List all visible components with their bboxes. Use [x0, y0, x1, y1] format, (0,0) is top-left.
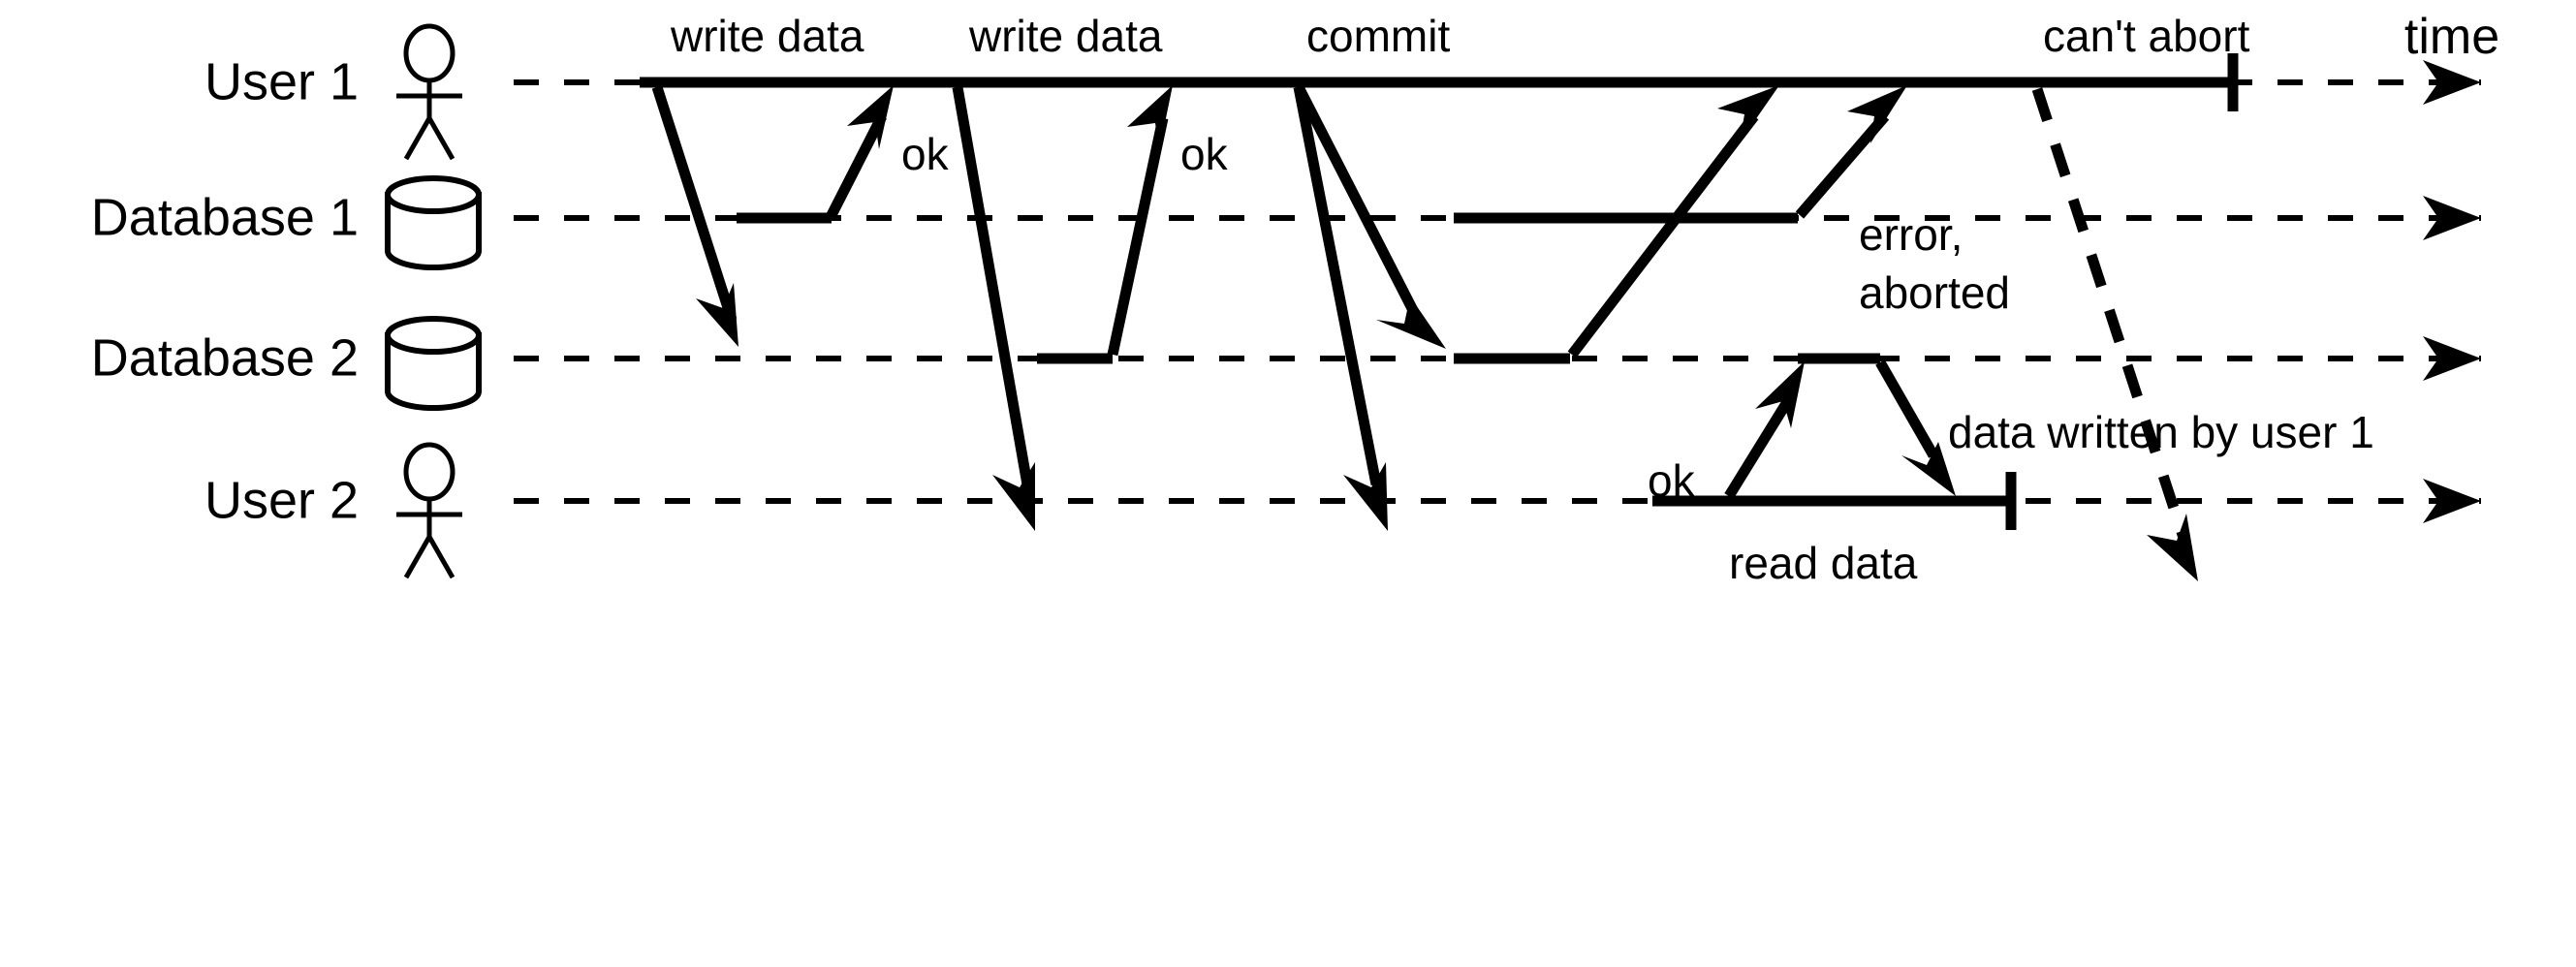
message-label-read-data: read data	[1729, 538, 1918, 588]
message-label-cant-abort: can't abort	[2043, 11, 2250, 61]
message-error-aborted-db1	[1795, 85, 1907, 219]
message-label-write-data-2: write data	[968, 11, 1163, 61]
actor-stick-figure-icon-user2	[396, 442, 462, 579]
lane-label-database2: Database 2	[91, 328, 359, 387]
database-cylinder-icon-db2	[385, 316, 482, 411]
message-label-error-line2: aborted	[1859, 267, 2010, 318]
message-cant-abort	[2031, 87, 2198, 581]
message-write-data-db1	[651, 85, 738, 347]
message-ok-db1	[827, 85, 894, 218]
message-label-ok-1: ok	[901, 129, 950, 179]
message-commit-db1	[1294, 84, 1446, 349]
time-arrow-user2	[2423, 479, 2481, 523]
message-label-ok-2: ok	[1180, 129, 1229, 179]
message-read-data	[1724, 361, 1805, 499]
message-label-data-written: data written by user 1	[1948, 407, 2374, 457]
message-label-error-line1: error,	[1859, 209, 1963, 260]
actor-stick-figure-icon-user1	[396, 23, 462, 161]
message-label-commit: commit	[1306, 11, 1450, 61]
time-arrow-database1	[2423, 196, 2481, 240]
time-arrow-database2	[2423, 336, 2481, 381]
time-axis-label: time	[2404, 9, 2499, 65]
lane-label-database1: Database 1	[91, 188, 359, 246]
message-commit-db2	[1293, 85, 1388, 531]
message-ok-db2	[1107, 85, 1173, 357]
message-label-write-data-1: write data	[670, 11, 864, 61]
time-arrow-user1	[2423, 60, 2481, 105]
message-write-data-db2	[952, 86, 1035, 531]
database-cylinder-icon-db1	[385, 175, 482, 270]
message-ok-commit-db2	[1567, 85, 1779, 359]
lane-label-user1: User 1	[204, 52, 359, 110]
lane-label-user2: User 2	[204, 471, 359, 529]
message-data-written-by-user-1	[1875, 359, 1956, 496]
